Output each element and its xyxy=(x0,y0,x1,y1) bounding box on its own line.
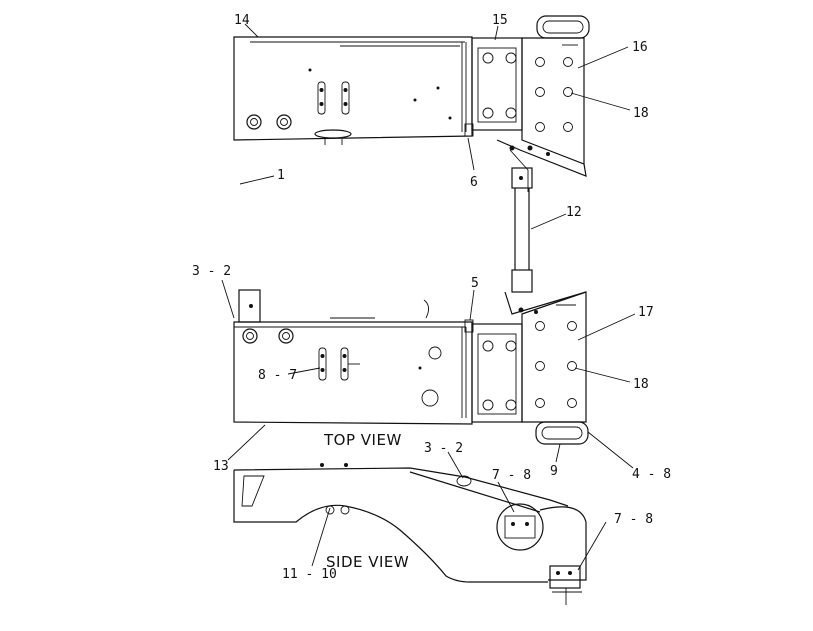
callout-13: 13 xyxy=(213,459,229,474)
callout-3-2-top: 3 - 2 xyxy=(192,264,231,279)
upper-pad-plate xyxy=(464,37,523,137)
callout-18-bottom: 18 xyxy=(633,377,649,392)
callout-17: 17 xyxy=(638,305,654,320)
callout-6: 6 xyxy=(470,175,478,190)
lower-pad-plate xyxy=(464,319,523,423)
callout-18-top: 18 xyxy=(633,106,649,121)
callout-7-8-mid: 7 - 8 xyxy=(492,468,531,483)
lower-link-bracket xyxy=(504,291,587,315)
callout-16: 16 xyxy=(632,40,648,55)
callout-leaders xyxy=(221,23,636,571)
callout-9: 9 xyxy=(550,464,558,479)
upper-link-bracket xyxy=(496,139,587,192)
top-view-title: TOP VIEW xyxy=(323,431,402,449)
side-view-title: SIDE VIEW xyxy=(326,553,409,571)
callout-7-8-right: 7 - 8 xyxy=(614,512,653,527)
lower-outer-plate xyxy=(521,291,587,423)
upper-frame-rail xyxy=(233,36,473,145)
upper-handle xyxy=(536,15,590,39)
upper-outer-plate xyxy=(521,37,585,165)
connecting-link xyxy=(511,167,533,293)
callout-4-8: 4 - 8 xyxy=(632,467,671,482)
callout-1: 1 xyxy=(277,168,285,183)
callout-12: 12 xyxy=(566,205,582,220)
callout-15: 15 xyxy=(492,13,508,28)
lower-frame-rail xyxy=(233,289,473,425)
callout-3-2-side: 3 - 2 xyxy=(424,441,463,456)
callout-11-10: 11 - 10 xyxy=(282,567,337,582)
callout-8-7: 8 - 7 xyxy=(258,368,297,383)
side-view-frame xyxy=(233,463,587,605)
lower-handle xyxy=(535,421,589,445)
callout-5: 5 xyxy=(471,276,479,291)
callout-14: 14 xyxy=(234,13,250,28)
